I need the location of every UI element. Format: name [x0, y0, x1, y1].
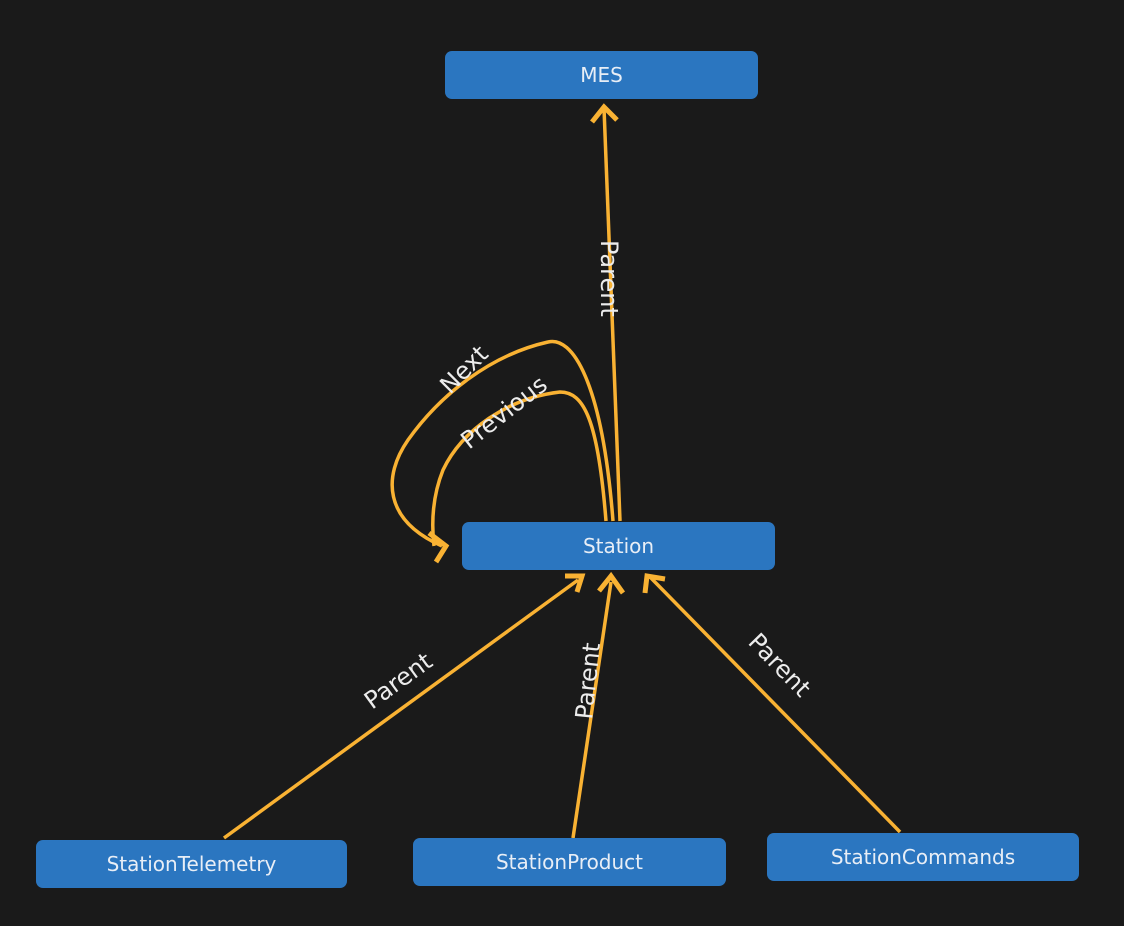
- node-station-product[interactable]: StationProduct: [413, 838, 726, 886]
- node-station-commands[interactable]: StationCommands: [767, 833, 1079, 881]
- edge-telemetry-to-station[interactable]: [222, 578, 580, 840]
- edge-commands-to-station[interactable]: [649, 576, 902, 834]
- arrowhead-station-left: [427, 531, 450, 564]
- edge-label-station-mes: Parent: [595, 240, 623, 317]
- node-station[interactable]: Station: [462, 522, 775, 570]
- arrowhead-commands: [642, 573, 666, 594]
- edge-label-commands-station: Parent: [743, 628, 817, 703]
- edge-label-product-station: Parent: [570, 641, 606, 720]
- arrowhead-product: [597, 571, 626, 595]
- edge-previous-loop[interactable]: [431, 390, 608, 547]
- node-mes[interactable]: MES: [445, 51, 758, 99]
- edge-next-loop[interactable]: [390, 339, 615, 548]
- edge-label-telemetry-station: Parent: [359, 647, 438, 715]
- arrowhead-telemetry: [565, 573, 586, 593]
- edge-station-to-mes[interactable]: [602, 107, 622, 522]
- edge-product-to-station[interactable]: [571, 581, 613, 839]
- node-station-telemetry[interactable]: StationTelemetry: [36, 840, 347, 888]
- arrowhead-mes: [590, 103, 619, 124]
